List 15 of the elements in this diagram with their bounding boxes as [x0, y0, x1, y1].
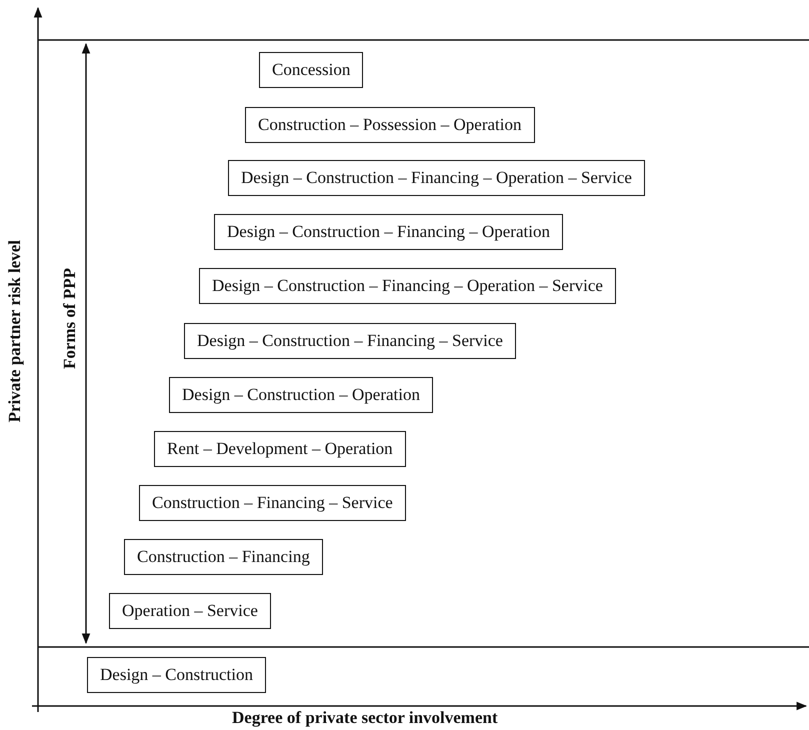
axis-title: Degree of private sector involvement [232, 708, 498, 728]
form-box: Operation – Service [109, 593, 271, 629]
form-box: Design – Construction – Financing – Operation – Service [228, 160, 645, 196]
form-box: Design – Construction – Financing – Operation [214, 214, 563, 250]
form-box: Design – Construction – Financing – Operation – Service [199, 268, 616, 304]
form-box: Design – Construction [87, 657, 266, 693]
form-box: Construction – Financing – Service [139, 485, 406, 521]
range-label: Forms of PPP [60, 268, 80, 370]
axis-title: Private partner risk level [5, 240, 25, 422]
form-box: Concession [259, 52, 364, 88]
form-box: Construction – Financing [124, 539, 323, 575]
form-box: Construction – Possession – Operation [245, 107, 534, 143]
form-box: Design – Construction – Financing – Service [184, 323, 516, 359]
form-box: Rent – Development – Operation [154, 431, 406, 467]
form-box: Design – Construction – Operation [169, 377, 433, 413]
